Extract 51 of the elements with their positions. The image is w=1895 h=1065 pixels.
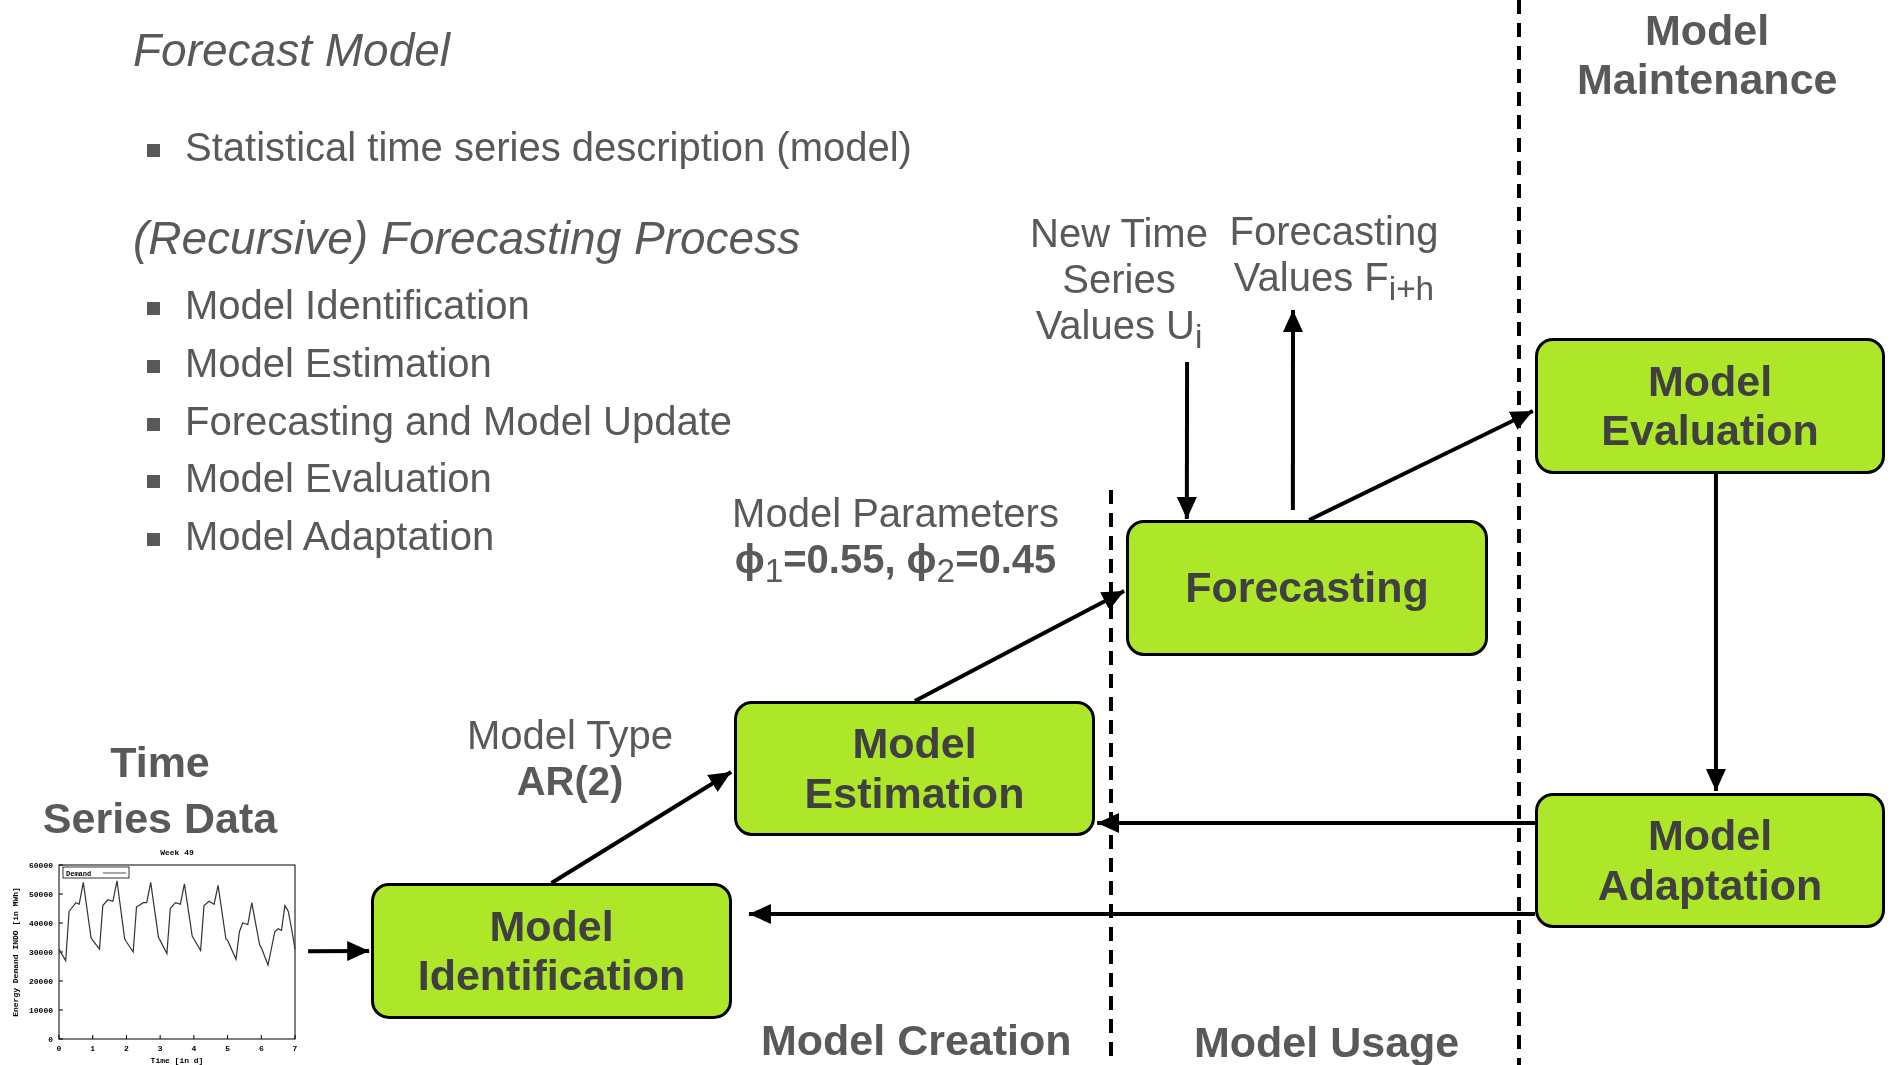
axis-label: Time [in d] <box>150 1056 204 1065</box>
arrow <box>550 770 733 885</box>
axis-tick-label: 3 <box>157 1044 163 1053</box>
axis-tick-label: 5 <box>225 1044 230 1053</box>
list-item: Model Evaluation <box>185 455 492 501</box>
zone-label: Model Creation <box>761 1016 1072 1065</box>
box-label: Model Adaptation <box>1596 811 1824 910</box>
arrow <box>1705 474 1726 791</box>
axis-tick-label: 60000 <box>29 861 53 870</box>
list-item: Forecasting and Model Update <box>185 398 732 444</box>
list-item: Model Identification <box>185 282 530 328</box>
edge-label: Model Parameters ϕ$_{1}$=0.55, ϕ$_{2}$=0.45 <box>731 490 1060 591</box>
axis-tick-label: 0 <box>48 1035 53 1044</box>
chart-title: Week 49 <box>160 848 194 857</box>
axis-tick-label: 4 <box>191 1044 197 1053</box>
zone-label: Model Maintenance <box>1577 6 1837 105</box>
box-label: Model Evaluation <box>1600 356 1820 456</box>
box-label: Model Estimation <box>803 719 1026 818</box>
process-box <box>1535 793 1885 928</box>
arrow <box>1283 310 1303 510</box>
arrow <box>748 904 1535 924</box>
axis-tick-label: 1 <box>90 1044 96 1053</box>
list-item: Model Estimation <box>185 340 492 386</box>
axis-tick-label: 7 <box>292 1044 298 1053</box>
arrow <box>1176 361 1197 520</box>
section-heading: Forecast Model <box>133 24 450 77</box>
section-heading: (Recursive) Forecasting Process <box>133 212 801 265</box>
axis-tick-label: 6 <box>258 1044 264 1053</box>
list-item: Statistical time series description (model) <box>185 124 912 170</box>
process-box <box>1535 338 1885 474</box>
axis-label: Energy Demand INDO [in MWh] <box>11 887 20 1017</box>
process-box <box>734 701 1095 836</box>
arrow <box>913 589 1126 703</box>
arrow <box>1308 409 1534 522</box>
axis-tick-label: 2 <box>124 1044 129 1053</box>
axis-tick-label: 10000 <box>29 1006 53 1015</box>
edge-label: Model Type AR(2) <box>465 712 675 804</box>
process-box <box>1126 520 1488 656</box>
box-label: Model Identification <box>416 901 687 1001</box>
axis-tick-label: 40000 <box>29 919 53 928</box>
axis-tick-label: 30000 <box>29 948 53 957</box>
arrow <box>308 941 370 962</box>
axis-tick-label: 20000 <box>29 977 53 986</box>
axis-tick-label: 50000 <box>29 890 53 899</box>
flow-label: New Time Series Values U$_{i}$ <box>1029 209 1209 356</box>
list-item: Model Adaptation <box>185 513 495 559</box>
axis-tick-label: 0 <box>56 1044 62 1053</box>
process-box <box>371 883 732 1019</box>
box-label: Forecasting <box>1185 563 1429 613</box>
arrow <box>1097 813 1535 834</box>
chart-heading: Time Series Data <box>41 737 279 844</box>
